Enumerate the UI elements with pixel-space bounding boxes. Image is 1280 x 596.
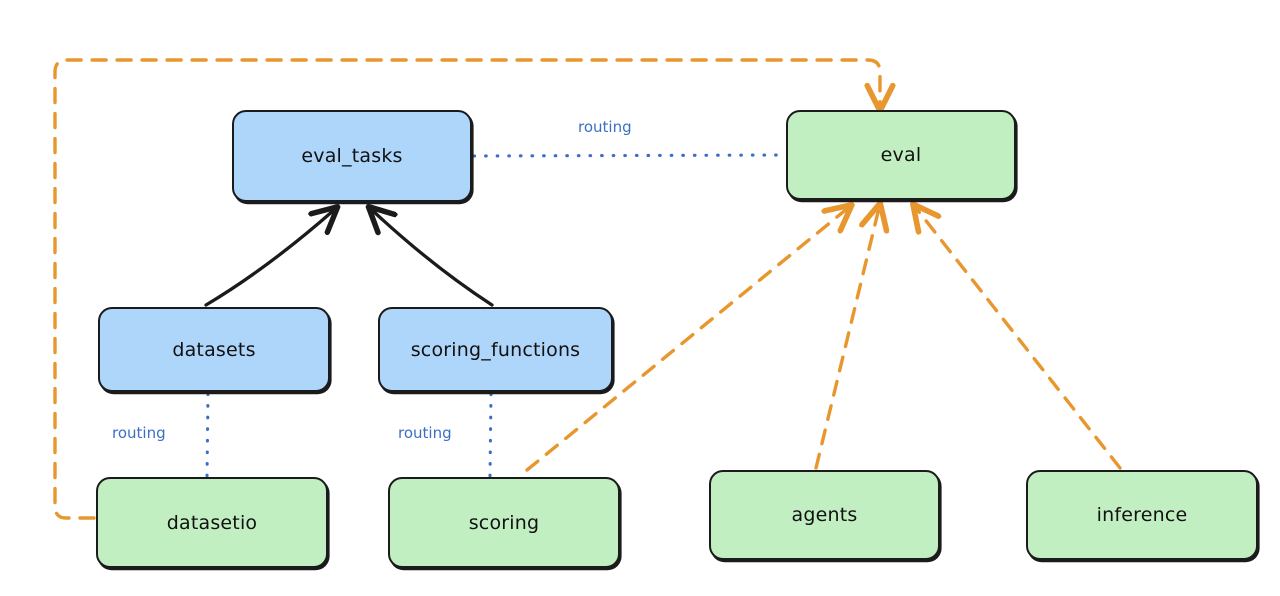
node-inference[interactable]: inference (1026, 470, 1258, 560)
node-datasetio[interactable]: datasetio (96, 477, 328, 568)
edge-scoring-functions-to-eval-tasks (372, 210, 494, 307)
edge-routing-scoring-functions-to-scoring (488, 392, 493, 478)
node-label: scoring_functions (410, 338, 581, 361)
edge-label-routing-scoring-functions: routing (398, 424, 452, 442)
edge-label-routing-datasets: routing (112, 424, 166, 442)
node-label: eval_tasks (301, 145, 403, 167)
node-label: datasets (172, 338, 256, 361)
node-eval-tasks[interactable]: eval_tasks (232, 110, 472, 202)
node-agents[interactable]: agents (709, 470, 940, 560)
edge-scoring-to-eval (525, 208, 848, 472)
node-label: eval (880, 144, 922, 166)
node-eval[interactable]: eval (786, 110, 1016, 200)
node-label: datasetio (166, 511, 258, 534)
node-scoring[interactable]: scoring (388, 477, 620, 568)
edge-label-routing-eval: routing (578, 118, 632, 136)
node-datasets[interactable]: datasets (98, 307, 330, 392)
edge-datasetio-to-eval (53, 58, 880, 520)
node-scoring-functions[interactable]: scoring_functions (378, 307, 613, 392)
edge-agents-to-eval (814, 208, 879, 470)
edge-inference-to-eval (916, 208, 1122, 470)
edge-routing-datasets-to-datasetio (205, 392, 210, 478)
edge-datasets-to-eval-tasks (204, 210, 334, 307)
node-label: agents (791, 504, 858, 526)
node-label: scoring (468, 511, 540, 534)
node-label: inference (1096, 504, 1188, 526)
edge-routing-eval-tasks-to-eval (472, 153, 786, 158)
